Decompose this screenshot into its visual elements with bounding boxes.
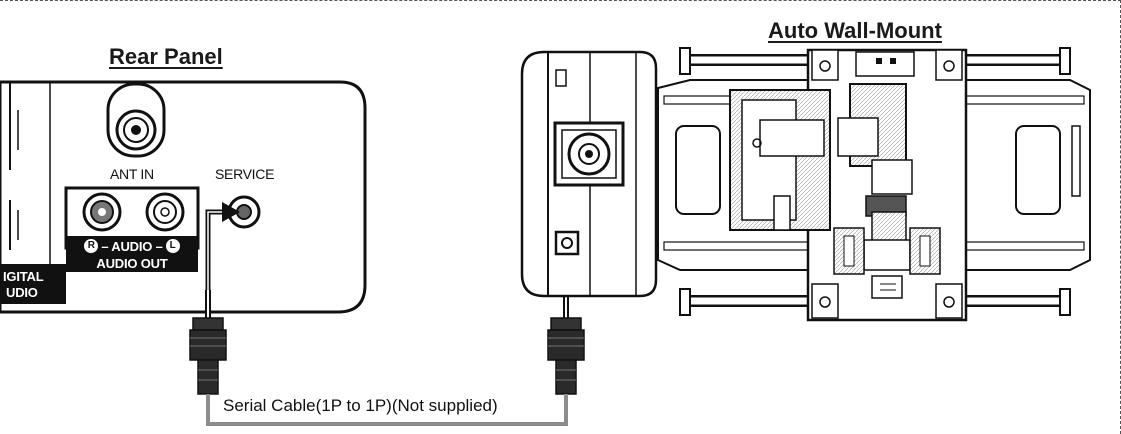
audio-channel-row: R – AUDIO – L (68, 238, 196, 254)
service-port (227, 195, 261, 229)
audio-l-badge: L (165, 239, 180, 253)
digital-audio-label-line2: UDIO (6, 285, 38, 300)
digital-audio-label-line1: IGITAL (3, 269, 44, 284)
audio-channels-label: – AUDIO – (101, 238, 163, 254)
ant-in-port (106, 82, 166, 158)
serial-cable-label: Serial Cable(1P to 1P)(Not supplied) (220, 396, 501, 416)
service-label: SERVICE (215, 166, 275, 182)
serial-cable (189, 238, 585, 426)
audio-out-row: AUDIO OUT (68, 255, 196, 273)
rear-panel-title: Rear Panel (109, 44, 223, 69)
auto-wall-mount-title: Auto Wall-Mount (768, 18, 942, 43)
ant-in-label: ANT IN (110, 166, 154, 182)
audio-r-badge: R (84, 239, 99, 253)
arrow-icon (222, 202, 240, 222)
zoom-inset (520, 50, 658, 298)
digital-audio-label-bg (0, 264, 66, 304)
audio-out-label: AUDIO OUT (96, 256, 168, 271)
wall-mount-bracket (657, 47, 1091, 322)
